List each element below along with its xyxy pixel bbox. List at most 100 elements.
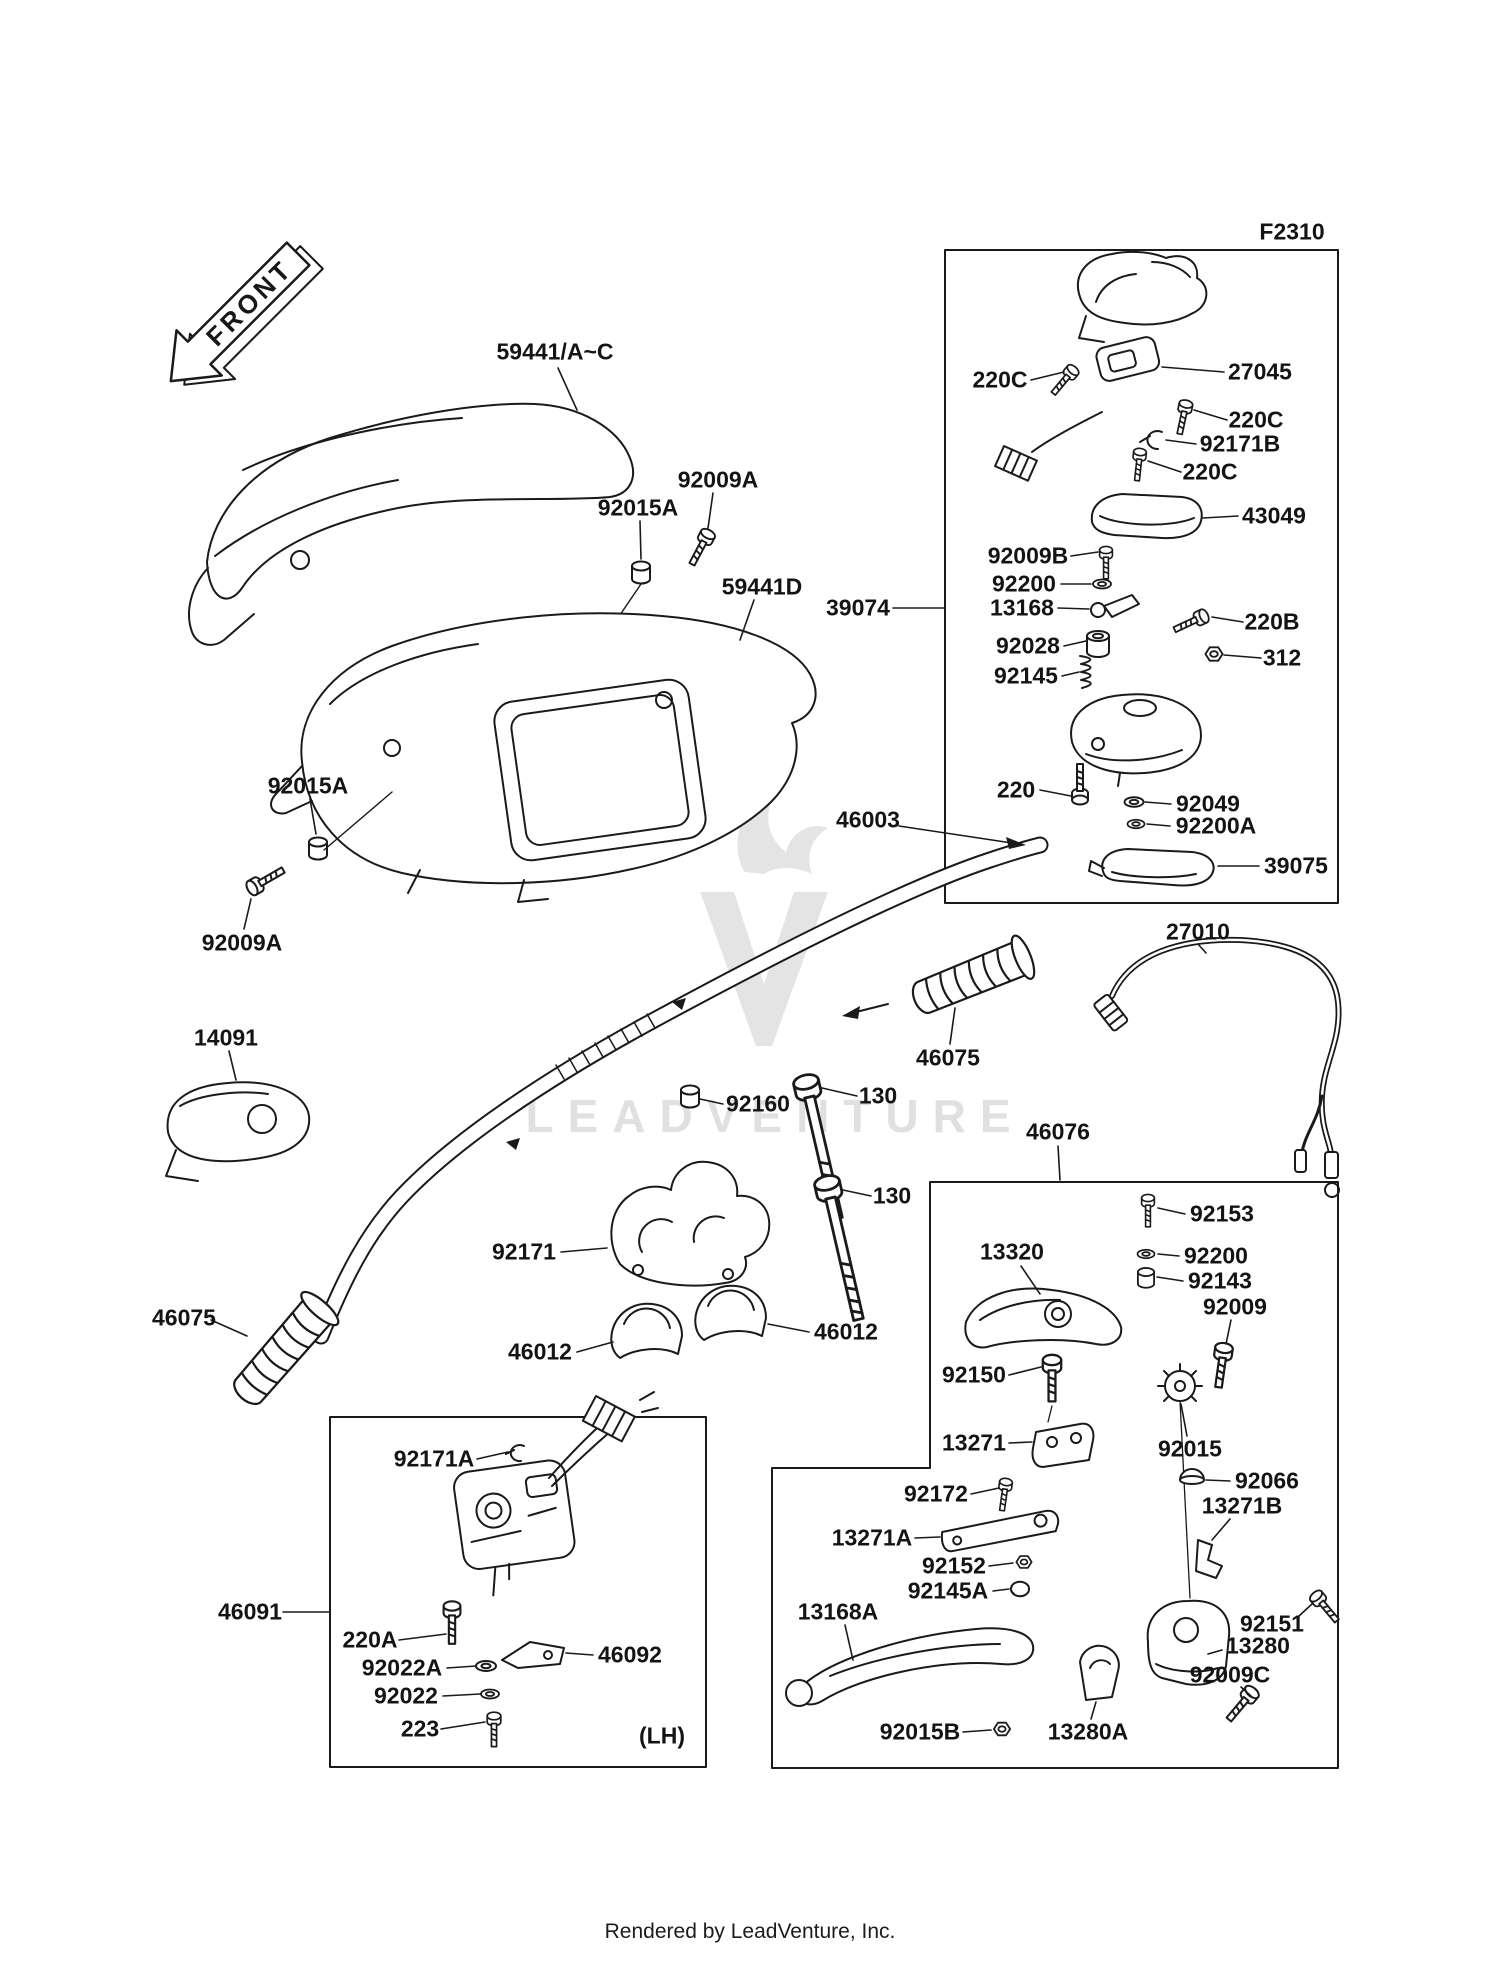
part-clamp-92171b xyxy=(1139,430,1163,451)
leader-line-42 xyxy=(1205,1479,1231,1482)
leader-line-37 xyxy=(1156,1276,1184,1282)
leader-line-20 xyxy=(1146,823,1171,827)
assembly-line-92150 xyxy=(1047,1405,1053,1423)
part-bolt-92009 xyxy=(1208,1340,1235,1390)
assembly-arrowhead-46003 xyxy=(1006,837,1026,849)
leader-line-51 xyxy=(1240,1686,1252,1697)
part-collar-92143 xyxy=(1137,1267,1155,1289)
leader-line-39 xyxy=(1008,1366,1042,1376)
part-clamp-92171a xyxy=(505,1444,525,1463)
leader-line-57 xyxy=(446,1665,477,1669)
part-arm-13168 xyxy=(1090,594,1140,618)
watermark: LEADVENTURE xyxy=(525,790,1024,1142)
part-bolt-92150 xyxy=(1041,1353,1063,1403)
leader-line-59 xyxy=(440,1721,486,1730)
leader-line-1 xyxy=(707,492,714,529)
part-handlebar-46003 xyxy=(312,836,1049,1345)
leader-line-41 xyxy=(1180,1403,1188,1437)
part-screw-223 xyxy=(486,1711,502,1748)
part-clutch-lever-13168a xyxy=(785,1627,1035,1707)
leader-line-36 xyxy=(1157,1253,1180,1257)
group-box-46076 xyxy=(771,1181,1339,1769)
part-clamp-46012-right xyxy=(694,1284,767,1341)
watermark-text: LEADVENTURE xyxy=(525,1090,1024,1142)
part-upper-cover-59441 xyxy=(188,402,635,646)
leader-line-3 xyxy=(739,599,755,641)
leader-line-45 xyxy=(914,1536,941,1539)
part-nut-92015b xyxy=(993,1721,1011,1737)
part-screw-92009a-top xyxy=(684,525,718,569)
leader-line-58 xyxy=(442,1693,481,1697)
part-bar-end-39075 xyxy=(1088,848,1215,887)
leader-line-48 xyxy=(844,1624,854,1661)
part-collar-92160 xyxy=(680,1084,700,1109)
leader-line-30 xyxy=(560,1247,608,1253)
leader-line-0 xyxy=(557,367,578,411)
leader-line-32 xyxy=(767,1323,810,1333)
part-bracket-46092 xyxy=(501,1641,565,1669)
leader-line-38 xyxy=(1225,1319,1232,1345)
leader-line-49 xyxy=(1298,1603,1313,1617)
part-bracket-13271b xyxy=(1195,1539,1223,1579)
leader-line-25 xyxy=(949,1007,956,1045)
leader-line-52 xyxy=(962,1729,992,1733)
part-bracket-43049 xyxy=(1090,493,1203,540)
part-lower-cover-59441d xyxy=(270,612,817,903)
part-screw-220c-3 xyxy=(1129,446,1148,483)
leader-line-9 xyxy=(1147,460,1182,473)
assembly-line-92015 xyxy=(1179,1400,1191,1599)
leader-line-6 xyxy=(1161,366,1225,373)
leader-line-15 xyxy=(1061,671,1080,677)
leader-line-26 xyxy=(699,1098,724,1105)
handlebar-knurl xyxy=(555,1013,656,1080)
part-arm-13271a xyxy=(940,1509,1060,1553)
part-lever-perch-39074 xyxy=(1070,693,1202,787)
leader-line-2 xyxy=(639,520,642,560)
leader-line-18 xyxy=(1039,789,1072,797)
group-box-46091 xyxy=(329,1416,707,1768)
leader-line-10 xyxy=(1202,515,1239,519)
part-screw-92172 xyxy=(994,1476,1014,1513)
part-switch-housing-upper xyxy=(1076,250,1208,343)
leader-line-5 xyxy=(1030,371,1065,381)
part-bolt-130-2 xyxy=(811,1171,873,1324)
part-washer-92200b xyxy=(1136,1248,1156,1260)
part-ring-92145a xyxy=(1010,1580,1031,1598)
group-box-39074 xyxy=(944,249,1339,904)
leader-lines xyxy=(210,366,1313,1733)
part-wire-connector xyxy=(994,411,1103,482)
part-collar-92015a-left xyxy=(308,791,393,861)
leader-line-8 xyxy=(1165,439,1197,445)
leader-line-23 xyxy=(1197,943,1207,954)
part-bushing-92028 xyxy=(1086,630,1110,658)
part-throttle-cable-27010 xyxy=(1093,936,1342,1198)
leader-line-28 xyxy=(842,1189,872,1197)
leader-line-62 xyxy=(243,898,252,930)
lh-marker: (LH) xyxy=(639,1722,685,1749)
leader-line-22 xyxy=(898,825,1013,844)
handlebar-mark2 xyxy=(506,1138,520,1150)
leader-line-16 xyxy=(1211,616,1244,623)
leader-line-35 xyxy=(1157,1207,1186,1215)
leader-line-24 xyxy=(228,1050,237,1081)
part-clamp-46012-left xyxy=(610,1302,683,1359)
leader-line-44 xyxy=(970,1487,1000,1495)
part-brake-lever-13320 xyxy=(964,1287,1123,1349)
part-switch-pod-27045 xyxy=(1095,336,1161,382)
leader-line-50 xyxy=(1207,1649,1223,1655)
leader-line-56 xyxy=(398,1633,447,1641)
leader-line-54 xyxy=(476,1451,509,1460)
leader-line-46 xyxy=(988,1562,1014,1567)
part-screw-92153 xyxy=(1140,1193,1156,1228)
part-left-switch-46091 xyxy=(453,1391,659,1597)
leader-line-19 xyxy=(1144,801,1172,805)
front-arrow-icon: FRONT xyxy=(169,241,324,386)
part-clamp-13280a xyxy=(1079,1644,1120,1701)
part-grip-left-46075 xyxy=(223,1286,344,1415)
grip-assembly-arrow xyxy=(842,1003,889,1019)
leader-line-53 xyxy=(1090,1701,1097,1720)
part-adjuster-92015 xyxy=(1157,1363,1203,1402)
part-nut-92152 xyxy=(1015,1555,1033,1569)
